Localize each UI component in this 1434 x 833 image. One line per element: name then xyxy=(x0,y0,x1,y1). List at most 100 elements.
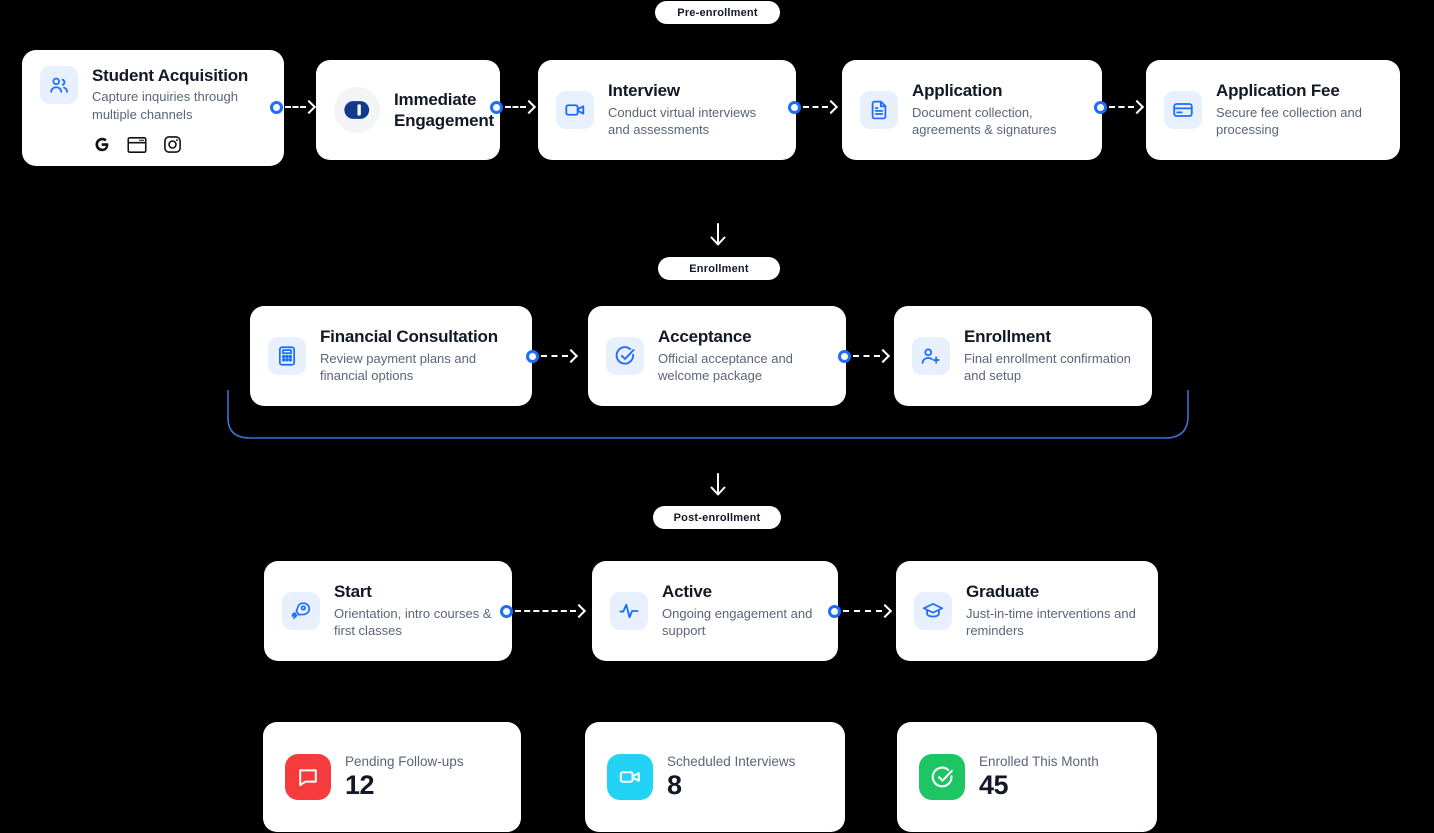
stat-card-pending-followups[interactable]: Pending Follow-ups 12 xyxy=(263,722,521,832)
flow-card-enrollment[interactable]: Enrollment Final enrollment confirmation… xyxy=(887,306,1152,406)
flow-card-acceptance[interactable]: Acceptance Official acceptance and welco… xyxy=(581,306,846,406)
card-title: Financial Consultation xyxy=(320,327,498,347)
video-camera-icon xyxy=(556,91,594,129)
stat-label: Enrolled This Month xyxy=(979,753,1099,769)
engagement-logo-icon xyxy=(334,87,380,133)
flow-card-active[interactable]: Active Ongoing engagement and support xyxy=(585,561,838,661)
connector-dash xyxy=(541,355,568,357)
connector-node xyxy=(1094,100,1107,114)
connector-arrowhead xyxy=(1129,99,1145,115)
document-icon xyxy=(860,91,898,129)
stat-card-scheduled-interviews[interactable]: Scheduled Interviews 8 xyxy=(585,722,845,832)
card-description: Final enrollment confirmation and setup xyxy=(964,350,1131,384)
connector-5 xyxy=(526,348,579,364)
channel-icons xyxy=(92,135,266,154)
section-badge-post-enrollment: Post-enrollment xyxy=(653,506,781,529)
check-circle-icon xyxy=(606,337,644,375)
connector-dash xyxy=(1109,106,1134,108)
section-badge-label: Post-enrollment xyxy=(673,511,761,524)
section-badge-enrollment: Enrollment xyxy=(658,257,780,280)
flow-card-immediate-engagement[interactable]: Immediate Engagement xyxy=(309,60,500,160)
connector-arrowhead xyxy=(875,348,891,364)
flow-card-graduate[interactable]: Graduate Just-in-time interventions and … xyxy=(889,561,1158,661)
card-description: Conduct virtual interviews and assessmen… xyxy=(608,104,757,138)
connector-4 xyxy=(1094,99,1145,115)
user-plus-icon xyxy=(912,337,950,375)
connector-2 xyxy=(490,99,537,115)
card-title: Acceptance xyxy=(658,327,752,347)
connector-arrowhead xyxy=(877,603,893,619)
card-title: Enrollment xyxy=(964,327,1051,347)
down-arrow-to-enrollment xyxy=(710,223,726,246)
connector-arrowhead xyxy=(823,99,839,115)
rocket-icon xyxy=(282,592,320,630)
down-arrow-to-post-enrollment xyxy=(710,473,726,496)
connector-node xyxy=(500,604,513,618)
card-title: Immediate Engagement xyxy=(394,89,495,130)
flow-card-start[interactable]: Start Orientation, intro courses & first… xyxy=(257,561,512,661)
instagram-icon[interactable] xyxy=(163,135,182,154)
connector-dash xyxy=(505,106,526,108)
stat-card-enrolled-this-month[interactable]: Enrolled This Month 45 xyxy=(897,722,1157,832)
card-description: Review payment plans and financial optio… xyxy=(320,350,477,384)
connector-3 xyxy=(788,99,839,115)
card-description: Secure fee collection and processing xyxy=(1216,104,1362,138)
section-badge-label: Enrollment xyxy=(689,262,749,275)
flow-card-student-acquisition[interactable]: Student Acquisition Capture inquiries th… xyxy=(15,50,284,166)
browser-window-icon[interactable] xyxy=(127,136,147,154)
card-title: Application Fee xyxy=(1216,81,1340,101)
connector-node xyxy=(838,349,851,363)
section-badge-pre-enrollment: Pre-enrollment xyxy=(655,1,780,24)
connector-node xyxy=(270,100,283,114)
stat-value: 8 xyxy=(667,770,682,801)
flow-card-financial-consultation[interactable]: Financial Consultation Review payment pl… xyxy=(243,306,532,406)
connector-arrowhead xyxy=(571,603,587,619)
connector-dash xyxy=(285,106,306,108)
card-description: Official acceptance and welcome package xyxy=(658,350,793,384)
flow-card-interview[interactable]: Interview Conduct virtual interviews and… xyxy=(531,60,796,160)
video-camera-icon xyxy=(607,754,653,800)
connector-6 xyxy=(838,348,891,364)
card-description: Ongoing engagement and support xyxy=(662,605,813,639)
google-icon[interactable] xyxy=(92,135,111,154)
check-circle-icon xyxy=(919,754,965,800)
connector-node xyxy=(490,100,503,114)
connector-dash xyxy=(515,610,576,612)
card-title: Application xyxy=(912,81,1003,101)
card-title: Active xyxy=(662,582,712,602)
connector-dash xyxy=(803,106,828,108)
section-badge-label: Pre-enrollment xyxy=(677,6,758,19)
credit-card-icon xyxy=(1164,91,1202,129)
card-title: Interview xyxy=(608,81,680,101)
stat-label: Pending Follow-ups xyxy=(345,753,464,769)
connector-dash xyxy=(853,355,880,357)
stat-value: 12 xyxy=(345,770,375,801)
connector-arrowhead xyxy=(563,348,579,364)
card-title: Start xyxy=(334,582,372,602)
chat-bubble-icon xyxy=(285,754,331,800)
stat-label: Scheduled Interviews xyxy=(667,753,796,769)
connector-node xyxy=(788,100,801,114)
connector-arrowhead xyxy=(521,99,537,115)
flow-card-application-fee[interactable]: Application Fee Secure fee collection an… xyxy=(1139,60,1400,160)
calculator-icon xyxy=(268,337,306,375)
card-title: Graduate xyxy=(966,582,1040,602)
connector-8 xyxy=(828,603,893,619)
users-icon xyxy=(40,66,78,104)
enrollment-curve xyxy=(227,390,1189,439)
activity-pulse-icon xyxy=(610,592,648,630)
flow-card-application[interactable]: Application Document collection, agreeme… xyxy=(835,60,1102,160)
card-description: Capture inquiries through multiple chann… xyxy=(92,89,238,122)
card-description: Orientation, intro courses & first class… xyxy=(334,605,492,639)
connector-1 xyxy=(270,99,317,115)
connector-node xyxy=(828,604,841,618)
connector-arrowhead xyxy=(301,99,317,115)
connector-7 xyxy=(500,603,587,619)
connector-dash xyxy=(843,610,882,612)
graduation-cap-icon xyxy=(914,592,952,630)
connector-node xyxy=(526,349,539,363)
stat-value: 45 xyxy=(979,770,1009,801)
card-title: Student Acquisition xyxy=(92,66,249,85)
card-description: Document collection, agreements & signat… xyxy=(912,104,1057,138)
